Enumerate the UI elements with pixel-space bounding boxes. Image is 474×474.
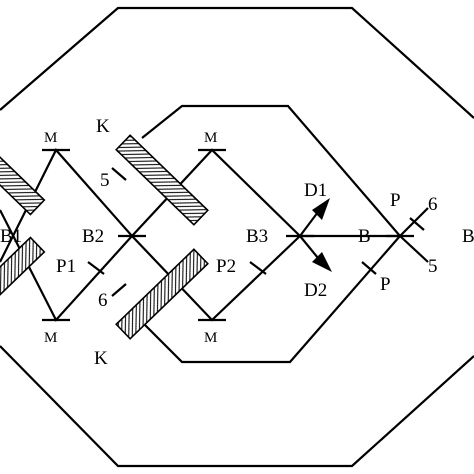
cell-left-top [0,136,46,216]
waveplate-6-left [111,283,127,297]
outer-beam-path-bottom [0,345,474,468]
output-6-right [399,207,429,237]
label-cell-top: K [96,116,110,137]
label-b3: B3 [246,226,268,247]
label-waveplate-5-left: 5 [100,170,110,191]
label-mirror-top-mid: M [204,130,217,146]
waveplate-5-left [111,167,127,181]
detector-d2-icon [312,252,332,272]
label-mirror-bot-left: M [44,330,57,346]
label-output-5-right: 5 [428,256,438,277]
polarizer-p2 [249,261,267,275]
outer-beam-path [0,6,474,119]
polarizer-p1 [87,261,105,275]
beam-to-d1 [299,211,319,237]
label-b-right: B [358,226,371,247]
label-b-edge: B [462,226,474,247]
beam-to-d2 [299,235,319,259]
label-output-6-right: 6 [428,194,438,215]
label-cell-bottom: K [94,348,108,369]
output-5-right [399,235,429,263]
label-b2: B2 [82,226,104,247]
cell-k-bottom [115,248,209,340]
label-p-bottom: P [380,274,391,295]
cell-left-bottom [0,236,46,316]
label-mirror-bot-mid: M [204,330,217,346]
label-mirror-top-left: M [44,130,57,146]
label-b1: B1 [0,226,22,247]
label-p-top: P [390,190,401,211]
label-waveplate-6-left: 6 [98,290,108,311]
label-p2: P2 [216,256,236,277]
detector-d1-icon [312,198,330,220]
polarizer-p-bottom [361,261,377,275]
cell-k-top [115,134,209,226]
label-p1: P1 [56,256,76,277]
polarizer-p-top [409,217,425,231]
label-d1: D1 [304,180,327,201]
label-d2: D2 [304,280,327,301]
